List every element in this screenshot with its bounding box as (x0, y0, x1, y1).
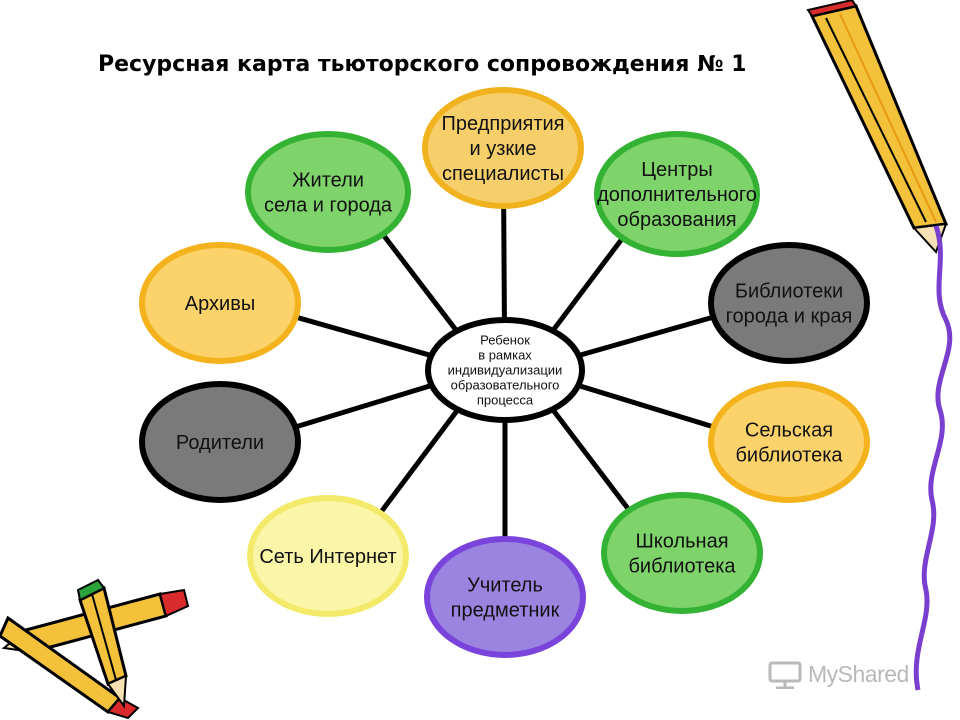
squiggle-line (913, 225, 953, 691)
node-label-village-library: Сельская библиотека (735, 420, 843, 467)
node-label-line: библиотека (735, 445, 843, 467)
node-libraries-city: Библиотеки города и края (708, 242, 870, 364)
node-label-line: Центры (641, 159, 713, 181)
node-ellipse-teacher (424, 536, 586, 658)
pencil-icon (806, 0, 949, 254)
node-label-line: процесса (477, 393, 534, 408)
node-label-line: предметник (451, 600, 560, 622)
node-ellipse-village-library (708, 381, 870, 503)
node-school-library: Школьная библиотека (601, 492, 763, 614)
node-label-line: города и края (726, 306, 853, 328)
connector-residents (376, 227, 465, 341)
node-teacher: Учитель предметник (424, 536, 586, 658)
node-label-line: села и города (264, 195, 393, 217)
node-label-line: специалисты (442, 163, 564, 185)
node-label-enterprises: Предприятия и узкие специалисты (442, 113, 565, 185)
node-enterprises: Предприятия и узкие специалисты (422, 87, 584, 209)
node-ellipse-libraries-city (708, 242, 870, 364)
node-label-parents: Родители (176, 432, 264, 454)
node-label-line: Школьная (635, 531, 728, 553)
node-ellipse-centers (594, 131, 760, 257)
node-ellipse-school-library (601, 492, 763, 614)
node-label-line: Ребенок (480, 333, 530, 348)
node-label-line: Родители (176, 432, 264, 454)
presentation-icon (768, 661, 802, 689)
node-label-line: и узкие (470, 138, 537, 160)
connector-archives (287, 312, 448, 363)
connector-parents (287, 378, 448, 432)
node-label-line: Сеть Интернет (259, 546, 396, 568)
node-label-line: Сельская (745, 420, 833, 442)
node-ellipse-archives (139, 242, 301, 364)
connectors (287, 200, 722, 545)
node-ellipse-enterprises (422, 87, 584, 209)
node-archives: Архивы (139, 242, 301, 364)
nodes: Предприятия и узкие специалисты Центры допол… (139, 87, 870, 658)
connector-centers (544, 231, 629, 341)
node-label-residents: Жители села и города (264, 170, 393, 217)
node-label-line: образовательного (451, 378, 560, 393)
connector-enterprises (501, 200, 507, 327)
connector-school-library (544, 400, 636, 517)
node-label-archives: Архивы (185, 293, 255, 315)
node-village-library: Сельская библиотека (708, 381, 870, 503)
watermark-text: MyShared (808, 660, 909, 687)
connector-village-library (562, 378, 722, 432)
pencils-icon (0, 578, 190, 720)
node-centers: Центры дополнительного образования (594, 131, 760, 257)
connector-libraries-city (562, 312, 722, 363)
diagram-title: Ресурсная карта тьюторского сопровождени… (98, 52, 747, 77)
node-residents: Жители села и города (245, 131, 411, 253)
node-ellipse-internet (247, 495, 409, 617)
node-label-line: дополнительного (597, 184, 757, 206)
node-label-line: образования (617, 209, 736, 231)
node-internet: Сеть Интернет (247, 495, 409, 617)
node-label-line: Предприятия (442, 113, 565, 135)
node-label-internet: Сеть Интернет (259, 546, 396, 568)
node-label-libraries-city: Библиотеки города и края (726, 281, 853, 328)
node-label-teacher: Учитель предметник (451, 575, 560, 622)
node-label-line: Архивы (185, 293, 255, 315)
node-label-centers: Центры дополнительного образования (597, 159, 757, 231)
center-ellipse (425, 317, 585, 423)
connector-internet (374, 400, 466, 520)
watermark: MyShared (768, 656, 909, 692)
node-label-line: индивидуализации (448, 363, 563, 378)
node-label-line: Учитель (467, 575, 543, 597)
node-ellipse-residents (245, 131, 411, 253)
node-label-line: библиотека (628, 556, 736, 578)
node-label-line: в рамках (478, 348, 532, 363)
node-label-school-library: Школьная библиотека (628, 531, 736, 578)
node-parents: Родители (139, 381, 301, 503)
node-label-line: Библиотеки (735, 281, 843, 303)
node-label-line: Жители (292, 170, 364, 192)
node-ellipse-parents (139, 381, 301, 503)
